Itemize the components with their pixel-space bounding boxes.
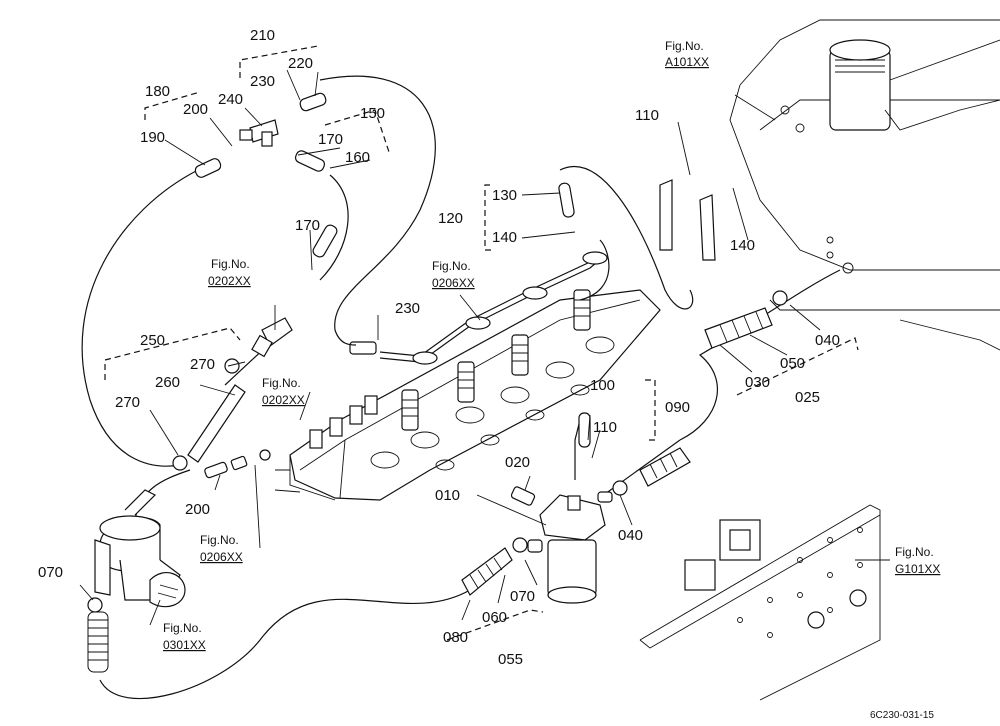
part-label-230: 230 <box>395 300 420 317</box>
fig-ref-0202-mid: 0202XX <box>262 393 305 407</box>
part-label-040: 040 <box>618 527 643 544</box>
fuel-feed-pump <box>87 489 186 673</box>
fig-ref-label: Fig.No. <box>432 259 471 273</box>
fig-ref-0202-top: 0202XX <box>208 274 251 288</box>
fig-ref-label: Fig.No. <box>163 621 202 635</box>
part-label-140: 140 <box>730 237 755 254</box>
part-label-190: 190 <box>140 129 165 146</box>
fuel-hoses <box>81 75 841 700</box>
part-label-030: 030 <box>745 374 770 391</box>
fittings <box>87 119 788 613</box>
fuel-filter <box>461 491 613 604</box>
drawing-code: 6C230-031-15 <box>870 710 934 721</box>
part-label-050: 050 <box>780 355 805 372</box>
part-label-025: 025 <box>795 389 820 406</box>
part-label-200: 200 <box>185 501 210 518</box>
group-brackets <box>104 45 859 641</box>
frame-rail <box>639 504 881 701</box>
part-label-055: 055 <box>498 651 523 668</box>
part-label-060: 060 <box>482 609 507 626</box>
part-label-240: 240 <box>218 91 243 108</box>
part-label-140: 140 <box>492 229 517 246</box>
hose-sleeves <box>194 92 716 448</box>
hose-assembly-025 <box>639 307 773 487</box>
part-label-160: 160 <box>345 149 370 166</box>
head-posts <box>309 395 378 449</box>
part-label-090: 090 <box>665 399 690 416</box>
part-label-110: 110 <box>635 107 659 124</box>
fig-ref-label: Fig.No. <box>211 257 250 271</box>
part-label-120: 120 <box>438 210 463 227</box>
figure-references: Fig.No. A101XX Fig.No. 0202XX Fig.No. 02… <box>163 39 940 652</box>
part-label-130: 130 <box>492 187 517 204</box>
part-label-230: 230 <box>250 73 275 90</box>
part-label-170: 170 <box>318 131 343 148</box>
fig-ref-label: Fig.No. <box>262 376 301 390</box>
fig-ref-0206-bot: 0206XX <box>200 550 243 564</box>
part-label-110: 110 <box>593 419 617 436</box>
fuel-tank <box>729 19 1000 351</box>
part-label-250: 250 <box>140 332 165 349</box>
part-labels: 210 180 200 240 230 220 150 190 170 160 … <box>38 27 840 668</box>
fig-ref-0206-top: 0206XX <box>432 276 475 290</box>
fig-ref-label: Fig.No. <box>665 39 704 53</box>
fig-ref-a101: A101XX <box>665 55 709 69</box>
part-label-100: 100 <box>590 377 615 394</box>
part-label-260: 260 <box>155 374 180 391</box>
part-label-180: 180 <box>145 83 170 100</box>
fig-ref-label: Fig.No. <box>895 545 934 559</box>
part-label-270: 270 <box>190 356 215 373</box>
part-label-150: 150 <box>360 105 385 122</box>
leader-lines <box>79 69 890 626</box>
fuel-injectors <box>349 251 608 431</box>
part-label-020: 020 <box>505 454 530 471</box>
part-label-010: 010 <box>435 487 460 504</box>
fig-ref-g101: G101XX <box>895 562 940 576</box>
part-label-080: 080 <box>443 629 468 646</box>
part-label-040: 040 <box>815 332 840 349</box>
part-label-200: 200 <box>183 101 208 118</box>
part-label-170: 170 <box>295 217 320 234</box>
part-label-220: 220 <box>288 55 313 72</box>
part-label-070: 070 <box>510 588 535 605</box>
part-label-070: 070 <box>38 564 63 581</box>
part-label-210: 210 <box>250 27 275 44</box>
part-label-270: 270 <box>115 394 140 411</box>
engine-cylinder-head <box>274 289 661 501</box>
fig-ref-label: Fig.No. <box>200 533 239 547</box>
fig-ref-0301: 0301XX <box>163 638 206 652</box>
